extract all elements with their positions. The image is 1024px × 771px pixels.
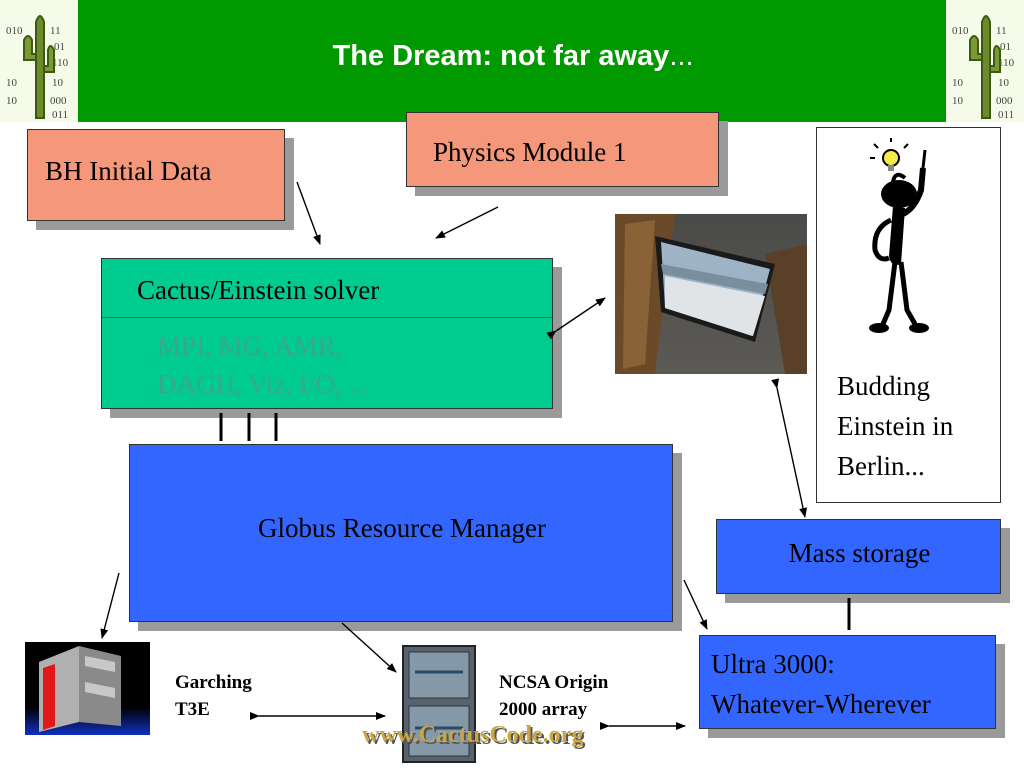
arrow-workbench-to-storage	[771, 378, 807, 518]
ncsa-label: NCSA Origin 2000 array	[499, 670, 608, 723]
lightbulb-icon	[870, 138, 909, 171]
budding-einstein-panel: Budding Einstein in Berlin...	[816, 127, 1001, 503]
svg-text:10: 10	[952, 95, 964, 107]
solver-divider	[102, 317, 552, 318]
einstein-caption-line3: Berlin...	[837, 451, 925, 481]
solver-modules-text: MPI, MG, AMR, DAGH, Viz, I/O, ...	[157, 327, 369, 403]
einstein-caption-line2: Einstein in	[837, 411, 954, 441]
virtual-workbench-image	[615, 214, 807, 374]
garching-label: Garching T3E	[175, 670, 252, 723]
garching-line1: Garching	[175, 672, 252, 693]
ultra-3000-line2: Whatever-Wherever	[711, 689, 931, 719]
svg-text:010: 010	[952, 25, 969, 37]
arrow-globus-to-garching	[100, 572, 120, 639]
svg-text:10: 10	[6, 77, 18, 89]
svg-text:11: 11	[50, 25, 61, 37]
slide-title-text: The Dream: not far away	[332, 40, 670, 72]
svg-text:010: 010	[6, 25, 23, 37]
svg-text:01: 01	[54, 41, 65, 53]
svg-text:10: 10	[952, 77, 964, 89]
cactus-solver-title: Cactus/Einstein solver	[137, 275, 380, 305]
ncsa-line2: 2000 array	[499, 698, 588, 720]
svg-text:110: 110	[998, 57, 1015, 69]
globus-label: Globus Resource Manager	[258, 513, 546, 543]
ncsa-line1: NCSA Origin	[499, 672, 609, 693]
svg-text:10: 10	[6, 95, 18, 107]
svg-text:01: 01	[1000, 41, 1011, 53]
einstein-figure-image	[869, 138, 929, 333]
svg-text:11: 11	[996, 25, 1007, 37]
arrow-physics-to-solver	[435, 206, 499, 239]
mass-storage-box: Mass storage	[716, 519, 1001, 594]
ultra-3000-line1: Ultra 3000:	[711, 649, 835, 679]
ncsa-image-overlay	[387, 642, 491, 766]
physics-module-box: Physics Module 1	[406, 112, 719, 187]
bh-initial-data-box: BH Initial Data	[27, 129, 285, 221]
garching-line2: T3E	[175, 698, 210, 720]
svg-text:011: 011	[998, 109, 1014, 121]
solver-modules-line1: MPI, MG, AMR,	[157, 331, 343, 361]
arrow-bh-to-solver	[296, 181, 321, 245]
ultra-3000-box: Ultra 3000: Whatever-Wherever	[699, 635, 996, 729]
ncsa-origin-image	[387, 642, 491, 766]
cactus-logo-left: 010 11 01 110 10 10 10 000 011	[0, 0, 78, 122]
cactus-logo-right: 010 11 01 110 10 10 10 000 011	[946, 0, 1024, 122]
physics-module-label: Physics Module 1	[433, 137, 627, 167]
svg-text:000: 000	[996, 95, 1013, 107]
website-watermark: www.CactusCode.org	[362, 722, 584, 748]
title-bar	[78, 0, 948, 122]
svg-text:000: 000	[50, 95, 67, 107]
arrow-globus-to-ultra	[683, 579, 708, 630]
mass-storage-label: Mass storage	[788, 538, 931, 568]
einstein-caption: Budding Einstein in Berlin...	[837, 366, 953, 486]
slide-title: The Dream: not far away...	[78, 40, 948, 73]
svg-text:110: 110	[52, 57, 69, 69]
svg-text:10: 10	[998, 77, 1010, 89]
svg-text:10: 10	[52, 77, 64, 89]
solver-modules-line2: DAGH, Viz, I/O, ...	[157, 369, 369, 399]
slide-title-ellipsis: ...	[669, 40, 694, 72]
bh-initial-data-label: BH Initial Data	[45, 156, 212, 186]
garching-t3e-image	[25, 642, 150, 735]
ultra-3000-label: Ultra 3000: Whatever-Wherever	[711, 644, 931, 724]
globus-resource-manager-box: Globus Resource Manager	[129, 444, 673, 622]
svg-text:011: 011	[52, 109, 68, 121]
cactus-solver-box: Cactus/Einstein solver MPI, MG, AMR, DAG…	[101, 258, 553, 409]
arrow-solver-to-workbench	[546, 297, 606, 340]
einstein-caption-line1: Budding	[837, 371, 931, 401]
